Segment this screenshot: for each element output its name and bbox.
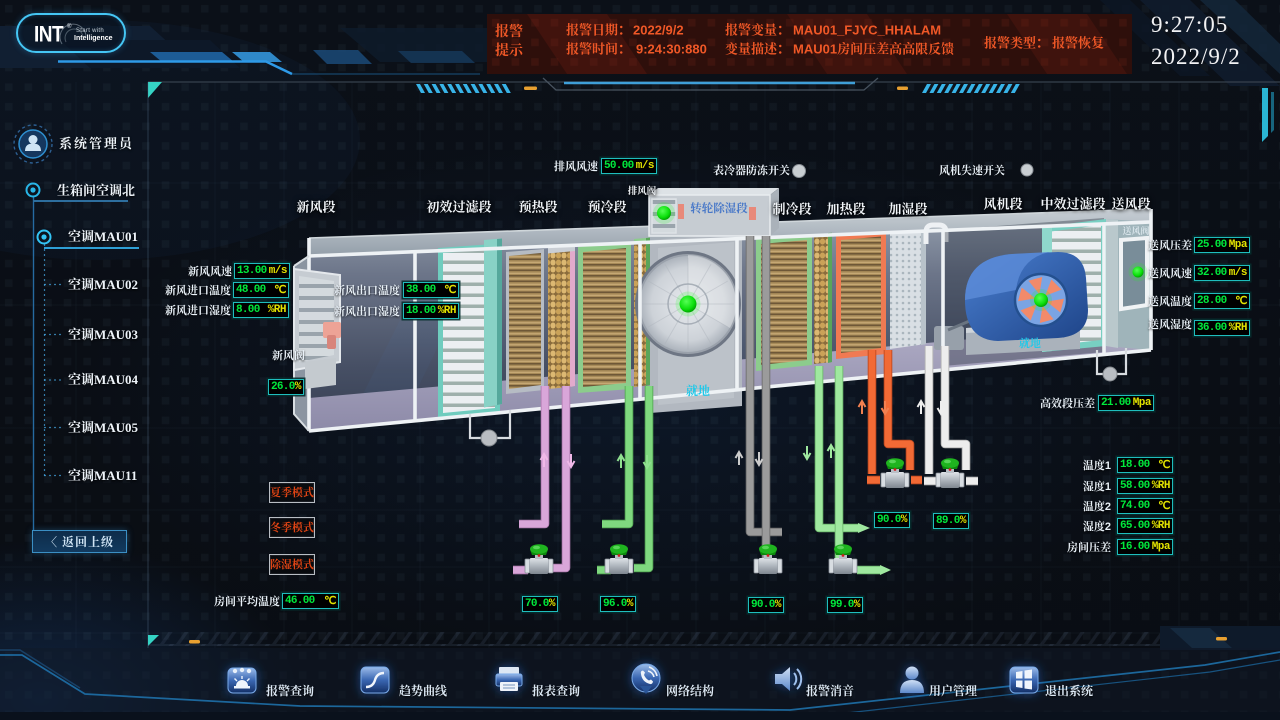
svg-text:送风阀: 送风阀 [1122, 224, 1149, 237]
svg-text:就地: 就地 [1019, 335, 1041, 351]
svg-text:就地: 就地 [686, 382, 710, 399]
svg-text:转轮除湿段: 转轮除湿段 [690, 200, 748, 216]
